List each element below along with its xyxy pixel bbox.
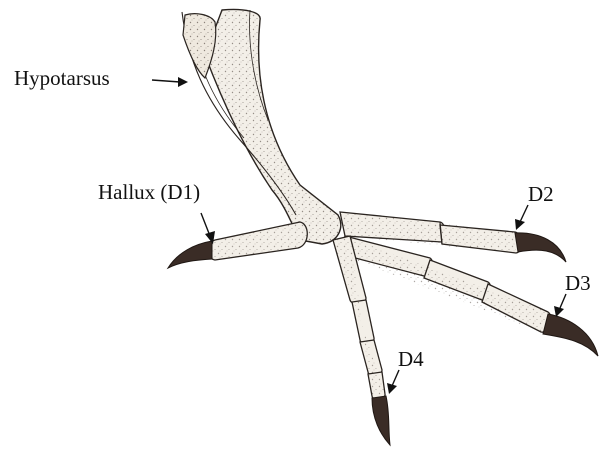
- d4-label: D4: [398, 349, 424, 370]
- d3-label: D3: [565, 273, 591, 294]
- hallux-label: Hallux (D1): [98, 182, 200, 203]
- hallux-digit: [168, 222, 307, 268]
- hypotarsus-label: Hypotarsus: [14, 68, 110, 89]
- d2-label: D2: [528, 184, 554, 205]
